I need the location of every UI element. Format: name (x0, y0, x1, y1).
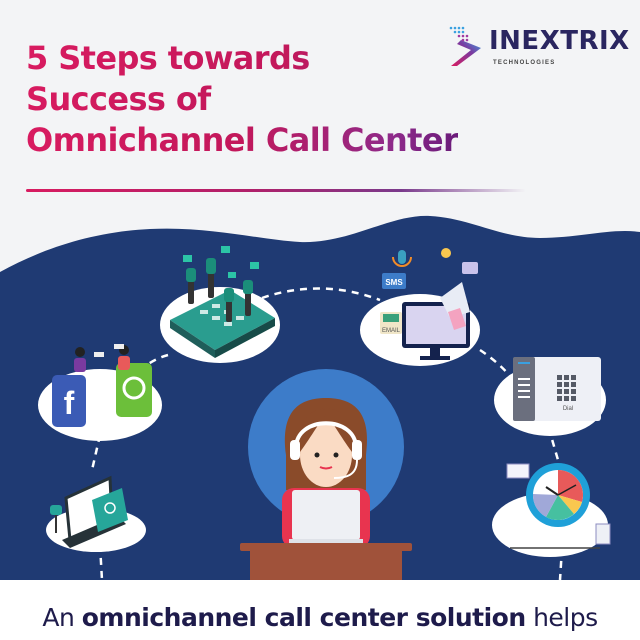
desk (240, 543, 412, 551)
brand-tagline: TECHNOLOGIES (493, 60, 556, 66)
footer-band (0, 580, 640, 640)
facebook-icon (52, 375, 86, 427)
email-badge: EMAIL (380, 312, 402, 334)
laptop-icon (292, 490, 360, 540)
footer-bold: omnichannel call center solution (81, 603, 526, 632)
lightbulb-icon (441, 248, 451, 258)
brand-logo: INEXTRIX TECHNOLOGIES (447, 24, 630, 72)
title-underline (26, 189, 526, 192)
page-title: 5 Steps towards Success of Omnichannel C… (26, 38, 459, 161)
marketing-channels-node: SMS EMAIL (380, 248, 478, 360)
dial-button: Dial (563, 406, 573, 412)
footer-suffix: helps (525, 603, 598, 632)
footer-prefix: An (42, 603, 82, 632)
svg-text:SMS: SMS (385, 278, 403, 287)
brand-name: INEXTRIX (489, 26, 630, 56)
clipboard-icon (595, 523, 611, 545)
dialer-node: Dial (513, 357, 601, 421)
sms-badge: SMS (382, 273, 406, 289)
social-media-node: f (52, 344, 152, 427)
logo-mark-icon (449, 26, 481, 66)
microphone-icon (392, 250, 412, 267)
team-collaboration-node (170, 246, 275, 358)
time-tracking-node (506, 463, 611, 549)
agent-illustration (240, 369, 412, 580)
calendar-icon (506, 463, 530, 479)
svg-text:f: f (64, 385, 75, 421)
footer-sentence: An omnichannel call center solution help… (0, 603, 640, 632)
title-line-1: 5 Steps towards (26, 38, 458, 79)
email-node (50, 475, 128, 548)
title-line-2: Success of (26, 79, 458, 120)
whatsapp-icon (116, 363, 152, 417)
svg-text:EMAIL: EMAIL (382, 328, 401, 334)
title-line-3: Omnichannel Call Center (26, 121, 459, 159)
chat-bubble-icon (462, 262, 478, 274)
